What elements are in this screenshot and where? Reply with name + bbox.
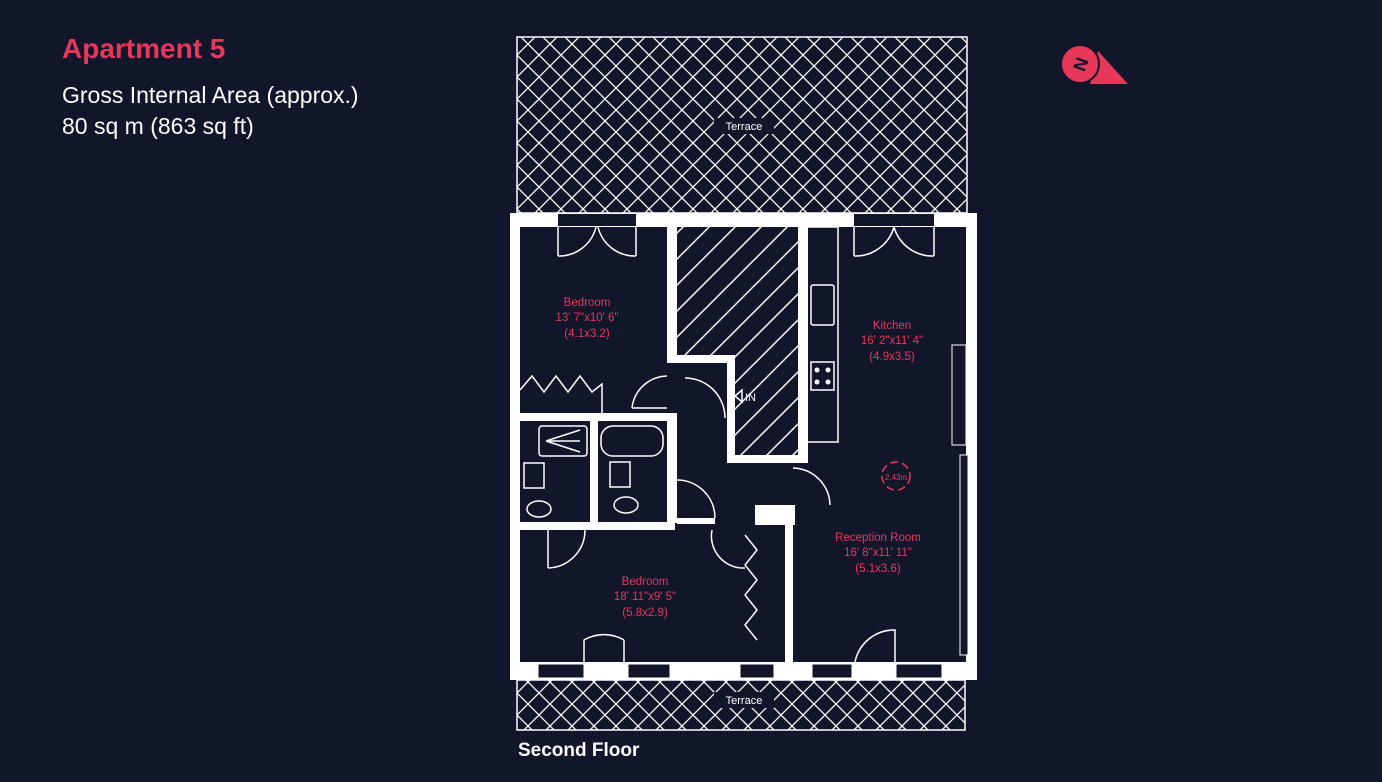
north-compass-icon: N	[1060, 44, 1128, 84]
terrace-top: Terrace	[516, 36, 968, 214]
area-label: Gross Internal Area (approx.)	[62, 82, 359, 108]
toilet-icon-2	[613, 496, 639, 514]
basin-icon-2	[609, 461, 631, 488]
room-name: Bedroom	[622, 576, 669, 588]
room-metric: (5.8x2.9)	[622, 607, 668, 619]
area-value: 80 sq m (863 sq ft)	[62, 113, 254, 139]
bath-icon	[600, 425, 664, 457]
terrace-top-label: Terrace	[726, 121, 763, 133]
sink-icon	[810, 284, 835, 326]
interior-walls	[510, 226, 935, 665]
terrace-bottom-label: Terrace	[726, 695, 763, 707]
room-kitchen: Kitchen 16' 2"x11' 4" (4.9x3.5)	[861, 320, 923, 363]
apartment-title: Apartment 5	[62, 33, 226, 64]
room-imperial: 16' 8"x11' 11"	[844, 547, 912, 559]
room-reception: Reception Room 16' 8"x11' 11" (5.1x3.6)	[835, 532, 921, 575]
shower-icon	[538, 425, 588, 457]
outer-walls	[510, 213, 977, 680]
stairwell-void: IN	[667, 227, 808, 463]
room-imperial: 18' 11"x9' 5"	[614, 591, 676, 603]
room-name: Reception Room	[835, 532, 921, 544]
room-imperial: 16' 2"x11' 4"	[861, 335, 923, 347]
terrace-bottom: Terrace	[516, 679, 966, 731]
room-metric: (5.1x3.6)	[855, 563, 901, 575]
room-imperial: 13' 7"x10' 6"	[555, 312, 618, 324]
floor-label: Second Floor	[518, 740, 640, 761]
room-metric: (4.1x3.2)	[564, 328, 610, 340]
entrance-label: IN	[745, 392, 756, 404]
compass-letter: N	[1069, 55, 1092, 74]
ceiling-height-marker	[881, 461, 911, 491]
hob-icon	[810, 361, 835, 391]
room-name: Kitchen	[873, 320, 911, 332]
room-bedroom-2: Bedroom 18' 11"x9' 5" (5.8x2.9)	[614, 576, 676, 619]
fixtures: 2.43m	[523, 284, 911, 518]
toilet-icon	[526, 500, 552, 518]
ceiling-height-label: 2.43m	[885, 473, 908, 482]
room-bedroom-1: Bedroom 13' 7"x10' 6" (4.1x3.2)	[555, 297, 618, 340]
basin-icon	[523, 462, 545, 489]
room-name: Bedroom	[564, 297, 611, 309]
room-metric: (4.9x3.5)	[869, 351, 915, 363]
